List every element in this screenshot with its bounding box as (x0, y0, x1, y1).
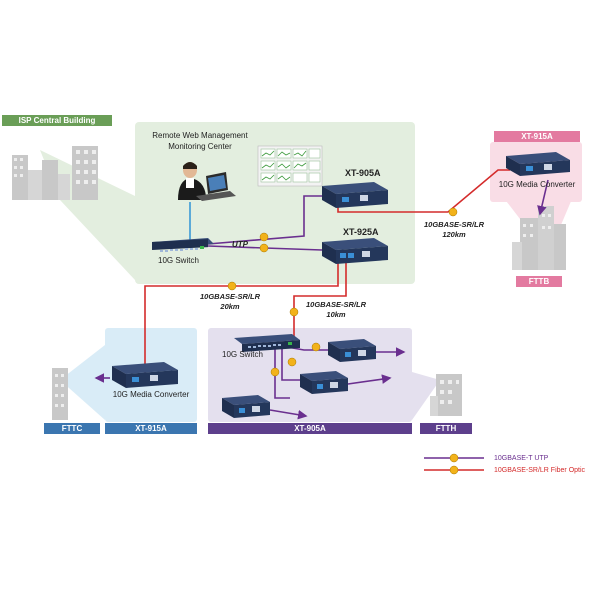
switch-icon (234, 334, 300, 352)
fiber-cable-20km (144, 258, 339, 378)
xt915a-right-tag: XT-915A (521, 132, 553, 141)
media-converter-icon (506, 152, 570, 176)
downstream-arrows (94, 179, 549, 420)
media-converter-icon (112, 362, 178, 388)
media-converter-icon (322, 182, 388, 208)
xt915a-left-tag: XT-915A (135, 424, 167, 433)
connection-nodes (227, 207, 458, 377)
fttc-tag-bar (44, 423, 100, 434)
fttb-tag: FTTB (528, 277, 550, 286)
utp-label: UTP (232, 240, 248, 249)
isp-tag-bar (2, 115, 112, 126)
remote-mgmt-title-line2: Monitoring Center (168, 142, 232, 151)
ftth-building-icon (430, 374, 462, 416)
ftth-arrow-2 (347, 374, 392, 385)
legend-fiber-label: 10GBASE-SR/LR Fiber Optic (494, 467, 586, 474)
remote-mgmt-title-line1: Remote Web Management (152, 131, 248, 140)
ftth-tag-bar (420, 423, 472, 434)
xt925a-label: XT-925A (343, 227, 379, 237)
media-converter-icon (300, 371, 348, 394)
xt905a-top-label: XT-905A (345, 168, 381, 178)
ftth-arrow-3 (269, 409, 308, 420)
utp-cable-ftth-2 (281, 348, 300, 381)
fiber-10km-label-line1: 10GBASE-SR/LR (305, 300, 366, 309)
connection-node-icon (259, 232, 269, 242)
connection-node-icon (311, 342, 321, 352)
connection-node-icon (259, 243, 269, 253)
laptop-icon (196, 172, 236, 201)
ftth-zone-beam (412, 372, 440, 420)
fiber-120km-label-line1: 10GBASE-SR/LR (423, 220, 484, 229)
xt905a-bottom-tag: XT-905A (294, 424, 326, 433)
fttc-zone-beam (60, 345, 105, 420)
operator-icon (178, 162, 206, 200)
ftth-tag: FTTH (435, 424, 457, 433)
connection-node-icon (270, 367, 280, 377)
fiber-cable-10km (293, 258, 347, 338)
utp-cable-xt905a (207, 195, 322, 245)
connection-node-icon (287, 357, 297, 367)
isp-building-tag: ISP Central Building (18, 116, 96, 125)
legend-graphics (424, 453, 484, 475)
xt905a-bottom-tag-bar (208, 423, 412, 434)
fttb-building-icon (512, 206, 566, 270)
fiber-20km-label-line2: 20km (220, 302, 240, 311)
switch-top-label: 10G Switch (158, 256, 199, 265)
monitoring-screens-icon (257, 145, 323, 187)
fttc-building-icon (52, 368, 68, 420)
media-converter-icon (328, 339, 376, 362)
fttc-tag: FTTC (61, 424, 83, 433)
legend-utp-label: 10GBASE-T UTP (494, 455, 549, 462)
xt915a-left-tag-bar (105, 423, 197, 434)
fiber-10km-label-line2: 10km (326, 310, 346, 319)
xt915a-right-tag-bar (494, 131, 580, 142)
fiber-20km-label-line1: 10GBASE-SR/LR (199, 292, 260, 301)
connection-node-icon (227, 281, 237, 291)
media-converter-right-label: 10G Media Converter (498, 180, 576, 189)
isp-building-icon (12, 146, 98, 200)
media-converter-icon (322, 238, 388, 264)
fttb-tag-bar (516, 276, 562, 287)
fiber-120km-label-line2: 120km (442, 230, 466, 239)
media-converter-left-label: 10G Media Converter (112, 390, 190, 399)
connection-node-icon (289, 307, 299, 317)
switch-icon (152, 238, 214, 252)
utp-cables (189, 195, 328, 399)
media-converter-icon (222, 395, 270, 418)
fttb-arrow (537, 179, 549, 216)
connection-node-icon (448, 207, 458, 217)
switch-bottom-label: 10G Switch (222, 350, 263, 359)
utp-cable-ftth-3 (274, 348, 290, 399)
